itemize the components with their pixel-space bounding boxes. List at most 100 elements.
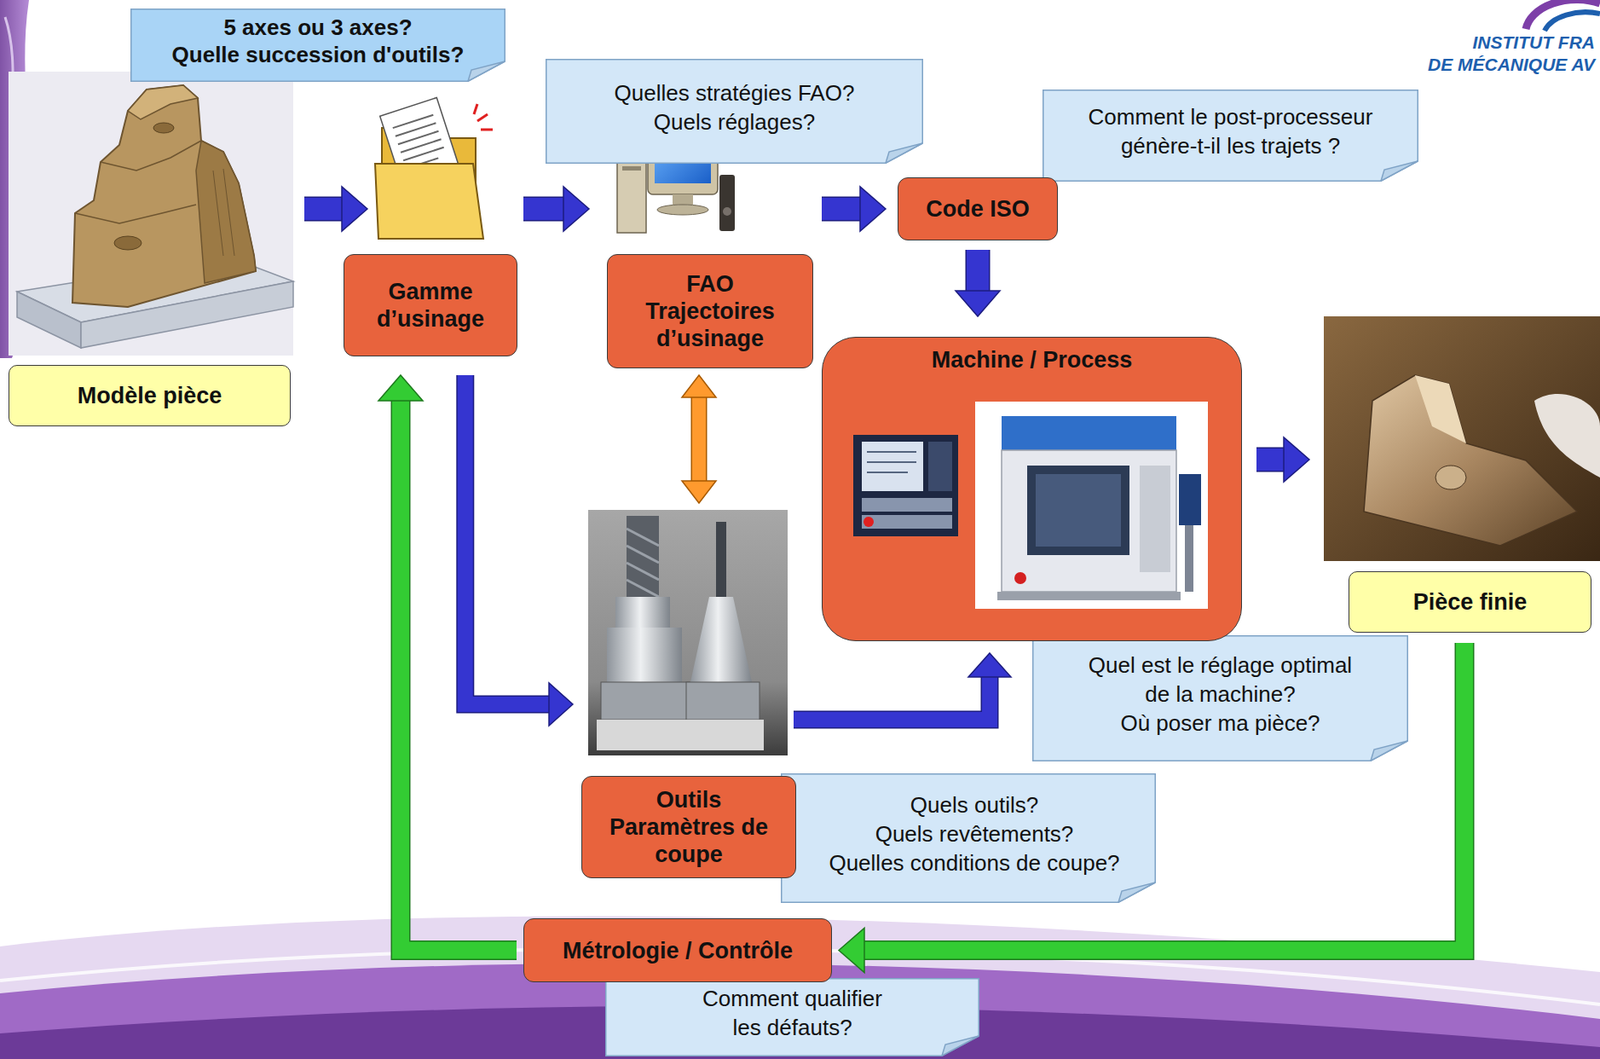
part-model-render-part xyxy=(8,71,294,356)
logo-mark xyxy=(1525,0,1600,31)
part-model-render-part xyxy=(100,140,202,171)
machine-tool-photo-part xyxy=(1035,473,1121,547)
flow-arrow xyxy=(465,375,573,726)
machine-tool-photo-part xyxy=(1001,450,1177,592)
arrow-shaft xyxy=(821,197,861,220)
machine-tool-photo-part xyxy=(1139,465,1171,572)
arrow-head xyxy=(563,186,590,232)
process-box: Code ISO xyxy=(897,177,1058,241)
arrow-head xyxy=(968,652,1011,677)
logo-mark-part xyxy=(1544,11,1600,31)
tool-holders-photo-part xyxy=(686,681,760,720)
node-text: Paramètres de coupe xyxy=(592,813,786,868)
control-panel xyxy=(853,434,959,537)
finished-part-photo-part xyxy=(1415,375,1467,444)
arrow-shaft-outline xyxy=(793,675,990,720)
tool-holders-photo-part xyxy=(716,521,727,599)
machine-tool-photo-part xyxy=(1014,571,1027,584)
question-callout: 5 axes ou 3 axes?Quelle succession d'out… xyxy=(130,8,506,82)
arrow-shaft-outline xyxy=(400,399,517,951)
machine-tool-photo-part xyxy=(1027,465,1130,555)
part-model-render-part xyxy=(196,140,256,284)
question-callout: Comment le post-processeur génère-t-il l… xyxy=(1042,89,1419,182)
flow-arrow xyxy=(523,186,590,232)
machine-tool-photo-part xyxy=(1178,473,1202,526)
node-text: Machine / Process xyxy=(931,346,1133,374)
machine-tool-photo-part xyxy=(1184,525,1194,592)
arrow-head xyxy=(341,186,368,232)
arrow-head xyxy=(681,480,717,503)
output-box: Pièce finie xyxy=(1348,571,1592,633)
node-text: Comment le post-processeur génère-t-il l… xyxy=(1073,102,1389,161)
process-box: Gamme d’usinage xyxy=(343,254,518,357)
node-text: Quelles stratégies FAO? xyxy=(614,78,855,108)
node-text: FAO xyxy=(686,270,734,298)
tool-holders-photo-part xyxy=(596,719,694,751)
machine-tool-photo xyxy=(975,401,1208,609)
node-text: Quelles conditions de coupe? xyxy=(828,848,1120,878)
callout-fold xyxy=(941,1035,979,1056)
input-box: Modèle pièce xyxy=(8,364,291,427)
node-text: Outils xyxy=(656,785,723,814)
callout-outline xyxy=(781,774,1156,903)
computer-icon-part xyxy=(672,194,694,205)
arrow-shaft-outline xyxy=(304,196,343,222)
part-model-render-part xyxy=(127,85,198,120)
arrow-shaft xyxy=(400,399,517,951)
flow-arrow xyxy=(378,375,517,951)
finished-part-photo xyxy=(1323,316,1600,561)
callout-outline xyxy=(546,59,924,164)
control-panel-part xyxy=(866,471,908,474)
control-panel-part xyxy=(861,497,953,512)
tool-holders-photo-part xyxy=(626,515,659,598)
arrow-shaft xyxy=(793,675,990,720)
control-panel-part xyxy=(928,441,953,491)
arrow-head xyxy=(955,290,1000,317)
tool-holders-photo-part xyxy=(626,545,659,563)
arrow-head xyxy=(1283,437,1310,482)
computer-icon-part xyxy=(657,204,709,215)
flow-arrow xyxy=(955,249,1000,317)
machine-box: Machine / Process xyxy=(821,336,1242,642)
node-text: Code ISO xyxy=(925,195,1030,223)
logo-text: INSTITUT FRA xyxy=(1472,32,1595,53)
node-text: Quel est le réglage optimal de la machin… xyxy=(1080,650,1362,709)
node-text: 5 axes ou 3 axes? xyxy=(223,13,412,41)
flow-arrow xyxy=(793,652,1011,720)
folder-icon-part xyxy=(375,163,484,239)
part-model-render-part xyxy=(153,122,174,133)
machine-tool-photo-part xyxy=(975,401,1208,609)
node-text: Pièce finie xyxy=(1413,588,1528,616)
callout-outline xyxy=(1043,90,1419,182)
finished-part-photo-part xyxy=(1435,465,1467,490)
tool-holders-photo-part xyxy=(626,528,659,546)
process-box: Métrologie / Contrôle xyxy=(523,918,832,982)
question-callout: Comment qualifier les défauts? xyxy=(605,977,980,1057)
arrow-shaft xyxy=(966,249,989,292)
tool-holders-photo-part xyxy=(600,681,690,720)
part-model-render-part xyxy=(75,204,197,224)
process-box: OutilsParamètres de coupe xyxy=(581,775,797,878)
arrow-head xyxy=(838,928,865,973)
arrow-head xyxy=(681,375,717,398)
control-panel-part xyxy=(861,514,953,529)
arrow-shaft-outline xyxy=(1256,447,1285,473)
tool-holders-photo-part xyxy=(681,719,764,751)
arrow-shaft-outline xyxy=(691,396,708,482)
flow-arrow xyxy=(1256,437,1310,482)
control-panel-part xyxy=(863,516,874,527)
node-text: Trajectoires d’usinage xyxy=(618,297,803,353)
node-text: Quels outils? xyxy=(910,790,1039,820)
bottom-swoosh xyxy=(0,915,1600,1059)
arrow-shaft-outline xyxy=(965,249,991,292)
tool-holders-photo-part xyxy=(690,596,752,682)
arrow-shaft-outline xyxy=(465,375,550,705)
control-panel-part xyxy=(866,450,917,453)
node-text: Modèle pièce xyxy=(77,381,223,410)
part-model-render xyxy=(8,71,294,356)
node-text: Quels réglages? xyxy=(653,107,815,137)
arrow-shaft-outline xyxy=(523,196,565,222)
arrow-shaft xyxy=(692,396,706,482)
callout-fold xyxy=(885,143,923,163)
flow-arrow xyxy=(304,186,368,232)
